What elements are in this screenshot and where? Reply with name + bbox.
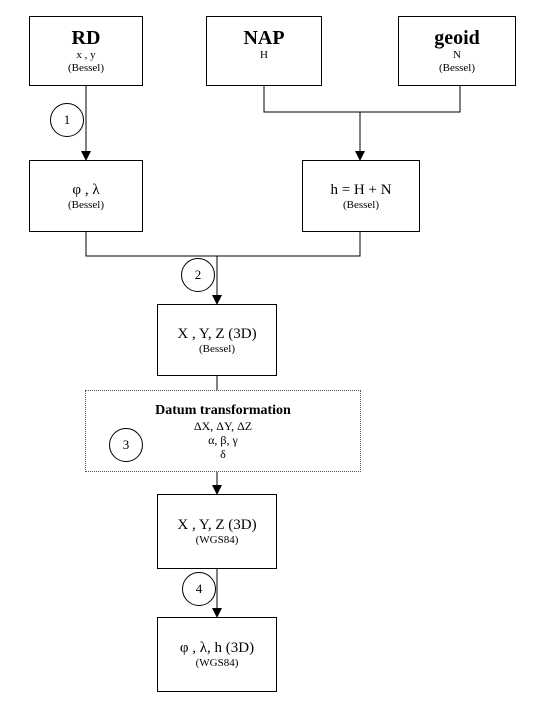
height-formula: h = H + N <box>330 181 392 198</box>
datum-title: Datum transformation <box>155 402 291 418</box>
final-box: φ , λ, h (3D) (WGS84) <box>157 617 277 692</box>
philambda-ellipsoid: (Bessel) <box>67 198 105 211</box>
philambda-box: φ , λ (Bessel) <box>29 160 143 232</box>
rd-ellipsoid: (Bessel) <box>67 62 105 74</box>
rd-title: RD <box>71 27 101 49</box>
datum-rotations: α, β, γ <box>208 432 238 447</box>
datum-scale: δ <box>220 446 226 461</box>
height-box: h = H + N (Bessel) <box>302 160 420 232</box>
nap-height: H <box>260 49 268 61</box>
rd-box: RD x , y (Bessel) <box>29 16 143 86</box>
final-coords: φ , λ, h (3D) <box>179 640 255 656</box>
xyz-wgs84-box: X , Y, Z (3D) (WGS84) <box>157 494 277 569</box>
final-ellipsoid: (WGS84) <box>195 657 239 669</box>
height-ellipsoid: (Bessel) <box>342 198 380 211</box>
line-nap-geoid-merge <box>263 86 461 113</box>
xyz-wgs84-ellipsoid: (WGS84) <box>195 534 239 546</box>
xyz-wgs84-coords: X , Y, Z (3D) <box>177 517 257 533</box>
xyz-bessel-ellipsoid: (Bessel) <box>198 342 236 355</box>
nap-box: NAP H <box>206 16 322 86</box>
geoid-title: geoid <box>434 27 480 49</box>
nap-title: NAP <box>243 27 285 49</box>
step-1-marker: 1 <box>50 103 84 137</box>
geoid-box: geoid N (Bessel) <box>398 16 516 86</box>
xyz-bessel-box: X , Y, Z (3D) (Bessel) <box>157 304 277 376</box>
xyz-bessel-coords: X , Y, Z (3D) <box>177 325 257 342</box>
geoid-ellipsoid: (Bessel) <box>438 62 476 74</box>
step-4-marker: 4 <box>182 572 216 606</box>
step-3-marker: 3 <box>109 428 143 462</box>
geoid-undulation: N <box>453 49 461 61</box>
datum-translations: ΔX, ΔY, ΔZ <box>193 418 253 433</box>
line-bessel-merge <box>85 232 361 257</box>
philambda-coords: φ , λ <box>72 181 100 198</box>
rd-coords: x , y <box>76 49 96 61</box>
step-2-marker: 2 <box>181 258 215 292</box>
